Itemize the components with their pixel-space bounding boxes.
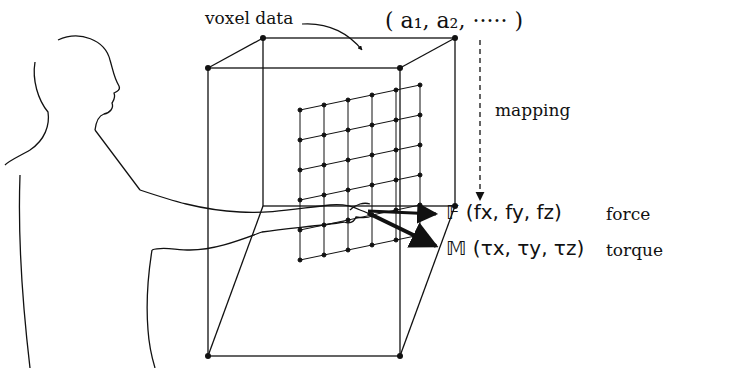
voxel-dot <box>298 228 302 232</box>
grid-line <box>300 235 420 260</box>
grid-line <box>300 115 420 140</box>
grid-line <box>300 85 420 110</box>
voxel-values: ( a₁, a₂, ····· ) <box>385 8 523 34</box>
voxel-dot <box>418 143 422 147</box>
grid-line <box>300 145 420 170</box>
voxel-dot <box>346 218 350 222</box>
voxel-dot <box>322 103 326 107</box>
voxel-dot <box>370 243 374 247</box>
voxel-dot <box>298 168 302 172</box>
mapping-arrow <box>479 40 480 200</box>
voxel-dot <box>322 163 326 167</box>
voxel-dot <box>346 128 350 132</box>
voxel-dot <box>418 173 422 177</box>
voxel-dot <box>346 188 350 192</box>
voxel-dot <box>370 123 374 127</box>
grid-line <box>300 175 420 200</box>
voxel-dot <box>346 248 350 252</box>
voxel-dot <box>394 148 398 152</box>
voxel-dot <box>394 178 398 182</box>
grid-line <box>324 105 325 255</box>
grid-line <box>396 90 397 240</box>
voxel-dot <box>394 88 398 92</box>
person-outline <box>5 36 372 368</box>
voxel-cube <box>208 38 455 356</box>
voxel-dot <box>322 253 326 257</box>
voxel-dot <box>346 98 350 102</box>
voxel-dot <box>298 258 302 262</box>
voxel-dot <box>418 113 422 117</box>
voxel-dot <box>298 108 302 112</box>
mapping-label: mapping <box>495 100 570 120</box>
grid-line <box>372 95 373 245</box>
voxel-dot <box>322 193 326 197</box>
cube-corner-dots <box>205 35 458 359</box>
leader-line <box>302 24 362 50</box>
voxel-dot <box>346 158 350 162</box>
grid-line <box>348 100 349 250</box>
voxel-dot <box>394 118 398 122</box>
force-arrow <box>368 211 436 214</box>
voxel-dot <box>370 153 374 157</box>
voxel-dot <box>370 93 374 97</box>
voxel-data-label: voxel data <box>205 8 293 28</box>
grid-line <box>300 205 420 230</box>
voxel-dot <box>298 138 302 142</box>
voxel-dot <box>298 198 302 202</box>
voxel-dot <box>394 238 398 242</box>
voxel-dot <box>322 223 326 227</box>
torque-label: torque <box>606 240 663 260</box>
voxel-dot <box>370 183 374 187</box>
force-vector: 𝔽 (fx, fy, fz) <box>446 200 562 224</box>
torque-vector: 𝕄 (τx, τy, τz) <box>446 236 584 260</box>
voxel-grid <box>298 83 422 262</box>
voxel-dot <box>322 133 326 137</box>
grid-line <box>300 110 301 260</box>
torque-arrow <box>368 213 436 246</box>
force-label: force <box>606 204 650 224</box>
voxel-dot <box>418 83 422 87</box>
voxel-dot <box>418 203 422 207</box>
